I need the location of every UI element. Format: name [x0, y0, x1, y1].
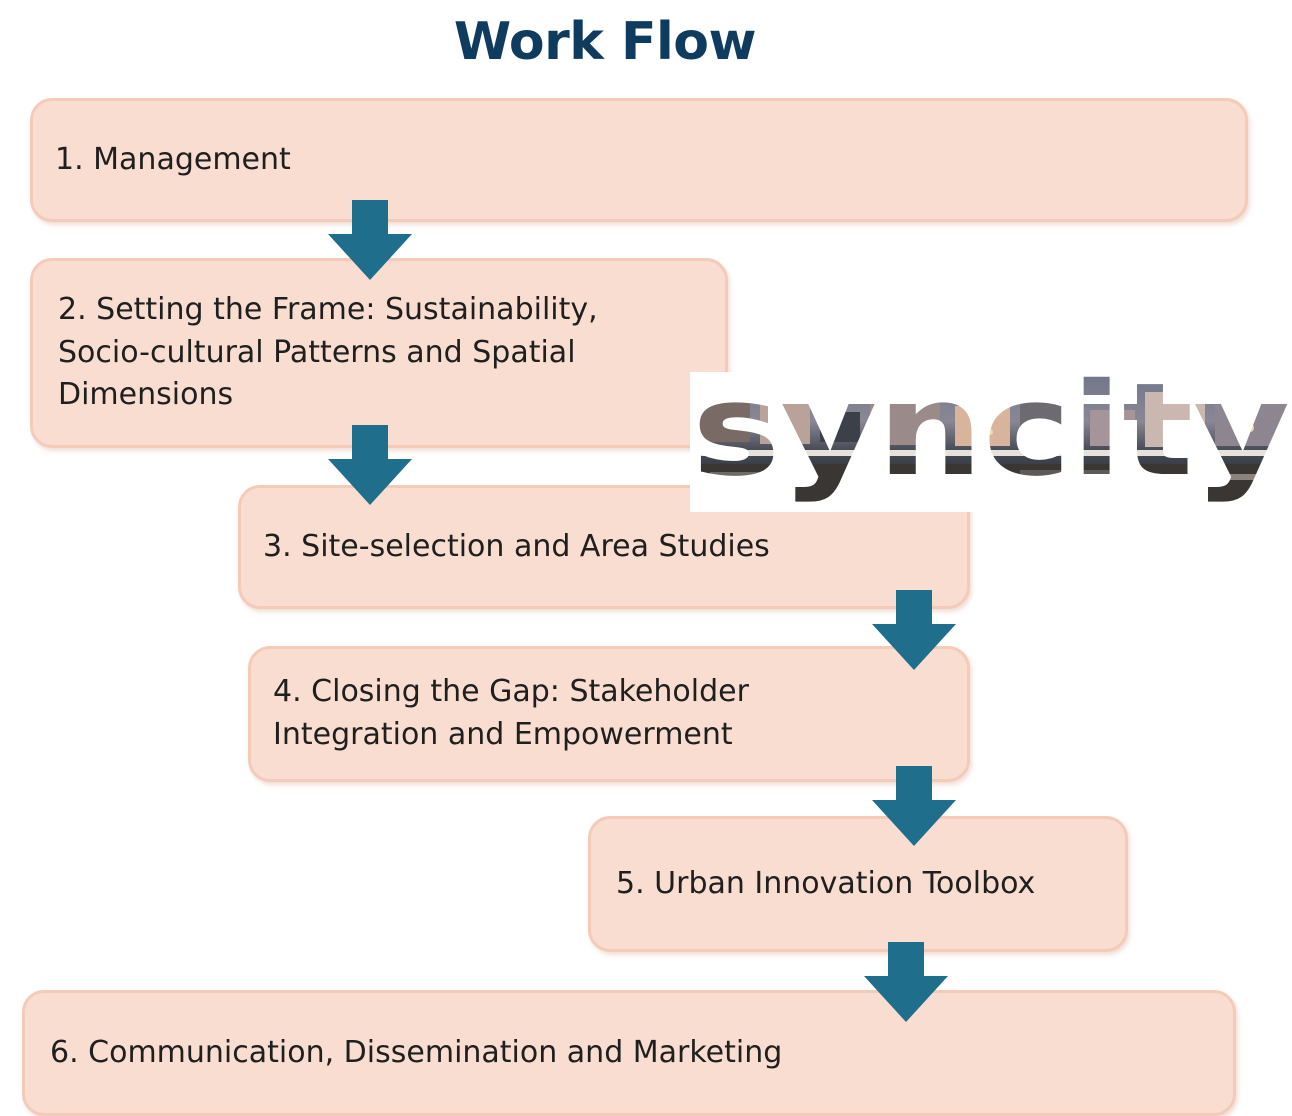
step-label: 5. Urban Innovation Toolbox [616, 865, 1036, 901]
step-label: 1. Management [55, 141, 291, 177]
step-management: 1. Management [30, 98, 1248, 222]
arrow-down-icon [328, 200, 412, 280]
arrow-down-icon [328, 425, 412, 505]
arrow-down-icon [872, 766, 956, 846]
diagram-title: Work Flow [453, 12, 757, 72]
step-setting-the-frame: 2. Setting the Frame: Sustainability, So… [30, 258, 728, 448]
step-urban-innovation-toolbox: 5. Urban Innovation Toolbox [588, 816, 1128, 952]
step-communication: 6. Communication, Dissemination and Mark… [22, 990, 1236, 1116]
syncity-logo-text: syncity [692, 372, 1290, 505]
syncity-logo-graphic: syncity [692, 356, 1290, 505]
arrow-down-icon [864, 942, 948, 1022]
step-label: 3. Site-selection and Area Studies [263, 528, 770, 564]
step-closing-the-gap: 4. Closing the Gap: Stakeholder Integrat… [248, 646, 970, 782]
syncity-logo: syncity [690, 356, 1292, 512]
step-label: 6. Communication, Dissemination and Mark… [50, 1034, 783, 1070]
arrow-down-icon [872, 590, 956, 670]
step-label: 2. Setting the Frame: Sustainability, So… [58, 292, 598, 413]
step-label: 4. Closing the Gap: Stakeholder Integrat… [273, 674, 749, 752]
